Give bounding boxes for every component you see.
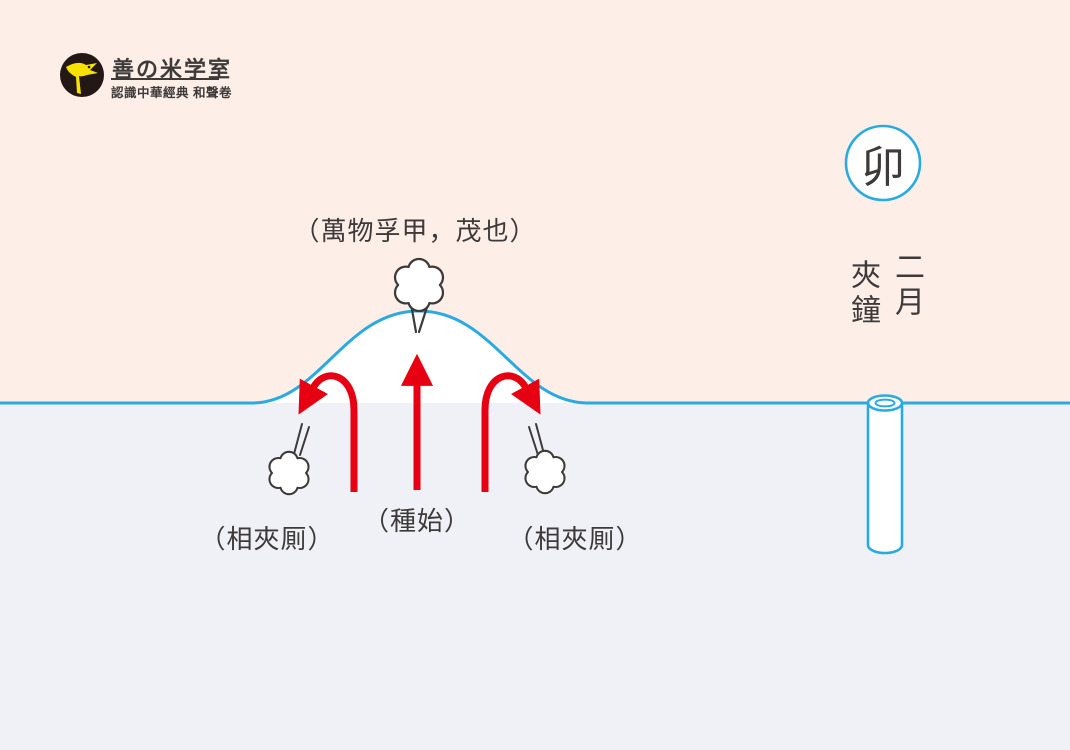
sprout-tree-icon [393, 257, 445, 334]
bird-logo-icon [60, 53, 104, 97]
left-caption: （相夾厠） [199, 524, 335, 554]
seed-sprout-left-icon [268, 423, 310, 496]
seed-sprout-right-icon [524, 423, 566, 495]
zodiac-character: 卯 [861, 143, 905, 192]
logo-divider [111, 78, 219, 80]
logo-subtitle: 認識中華經典 和聲卷 [111, 86, 232, 100]
zodiac-circle [844, 124, 922, 202]
top-caption: （萬物孚甲，茂也） [293, 216, 537, 246]
pitch-label: 夾鐘 [846, 259, 879, 329]
right-caption: （相夾厠） [507, 524, 643, 554]
month-label: 二月 [890, 251, 923, 321]
center-caption: （種始） [362, 506, 472, 536]
left-curved-arrow [298, 372, 358, 492]
right-curved-arrow [481, 372, 541, 492]
logo-title: 善の米学室 [112, 57, 233, 82]
month-pitch-label: 二月 夾鐘 [840, 243, 928, 329]
pitch-pipe-icon [866, 394, 904, 555]
